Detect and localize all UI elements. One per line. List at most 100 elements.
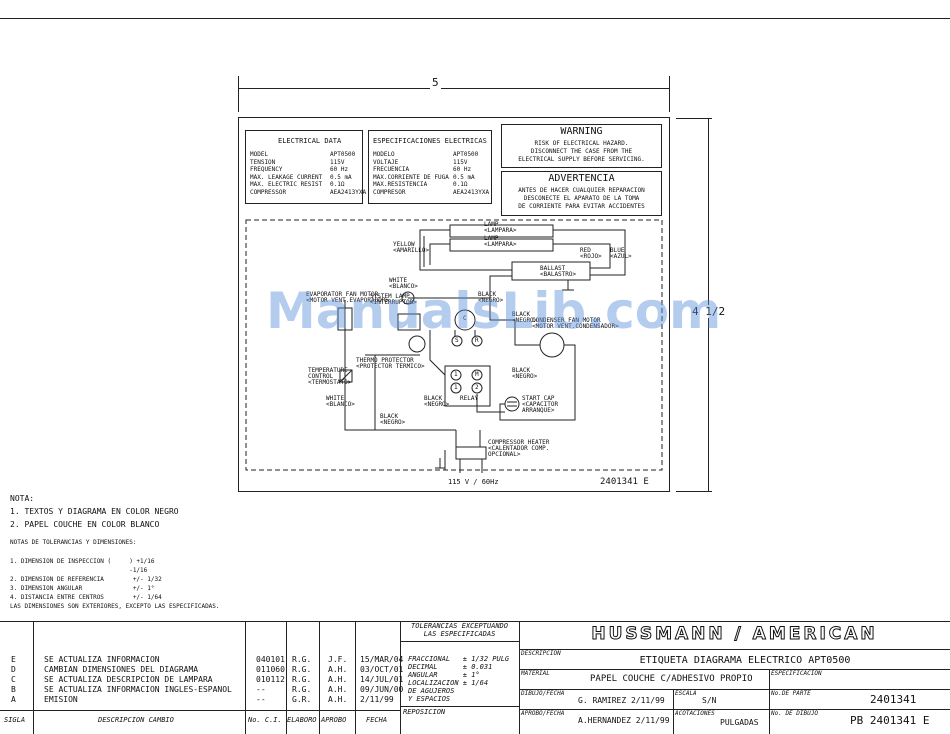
dim-line-height (708, 118, 709, 491)
spec-value: 60 Hz (330, 166, 349, 173)
revision-elab: R.G. (292, 675, 312, 684)
spec-key: MAX. ELECTRIC RESIST (250, 181, 323, 188)
label-outline (238, 117, 670, 492)
spec-key: MAX.RESISTENCIA (373, 181, 428, 188)
thermo-protector-label: THERMO PROTECTOR <PROTECTOR TERMICO> (356, 357, 425, 370)
red-label: RED <ROJO> (580, 247, 602, 260)
header-sigla: SIGLA (4, 716, 26, 724)
revision-fecha: 03/OCT/01 (360, 665, 404, 674)
wire-lamp2-left (429, 243, 450, 265)
spec-value: 115V (330, 158, 345, 166)
relay-pin-1b: 1 (454, 384, 458, 391)
revision-desc: EMISION (44, 695, 78, 704)
ballast-label: BALLAST <BALASTRO> (540, 265, 577, 278)
revision-apr: A.H. (328, 665, 348, 674)
notes-title: NOTA: (10, 494, 35, 503)
dim-line-width (238, 88, 669, 89)
spec-key: MODELO (373, 151, 395, 158)
advertencia-box: ADVERTENCIA ANTES DE HACER CUALQUIER REP… (501, 171, 662, 216)
material-label: MATERIAL (521, 670, 550, 677)
warning-title: WARNING (560, 126, 603, 137)
spec-value: 0.5 mA (453, 173, 475, 181)
tolerances-title: TOLERANCIAS EXCEPTUANDO LAS ESPECIFICADA… (411, 622, 508, 638)
black-label-1: BLACK <NEGRO> (478, 291, 504, 304)
pin-r (471, 335, 483, 347)
header-elab: ELABORO (287, 716, 317, 724)
escala-value: S/N (702, 696, 717, 705)
reposicion-label: REPOSICION (403, 708, 446, 716)
relay-label: RELAY (460, 395, 479, 402)
white-top-label: WHITE <BLANCO> (389, 277, 418, 290)
spec-value: APT0500 (453, 151, 479, 158)
spec-value: 0.5 mA (330, 173, 352, 181)
spec-key: MAX. LEAKAGE CURRENT (250, 173, 323, 181)
spec-key: MODEL (250, 151, 269, 158)
pin-c-label: C (463, 315, 467, 322)
revision-no: 040101 (256, 655, 285, 664)
spec-value: 115V (453, 158, 468, 166)
thermo-protector-symbol (408, 335, 426, 353)
header-no: No. C.I. (248, 716, 282, 724)
pin-r-label: R (475, 337, 479, 344)
revision-no: 011060 (256, 665, 285, 674)
lamp-1 (449, 224, 554, 238)
header-apr: APROBO (321, 716, 347, 724)
blue-white-label: WHITE <BLANCO> (326, 395, 355, 408)
note-2: 2. PAPEL COUCHE EN COLOR BLANCO (10, 520, 160, 529)
comp-heater-symbol (455, 446, 487, 460)
advertencia-title: ADVERTENCIA (548, 173, 615, 184)
system-lamp-label: SYSTEM LAMP <INTERRUPTOR> (370, 293, 417, 306)
spec-row: TENSION 115V (250, 159, 360, 167)
wire-yellow (419, 229, 512, 271)
part-number: 2401341 (870, 693, 917, 706)
temp-control-label: TEMPERATURE CONTROL <TERMOSTATO> (308, 367, 352, 386)
revision-apr: J.F. (328, 655, 348, 664)
revision-fecha: 14/JUL/01 (360, 675, 404, 684)
dibujo-value: G. RAMIREZ 2/11/99 (578, 696, 665, 705)
revision-fecha: 2/11/99 (360, 695, 394, 704)
aprobo-label: APROBO/FECHA (521, 710, 565, 717)
revision-elab: G.R. (292, 695, 312, 704)
dim-ext-right (669, 76, 670, 112)
spec-row: MODELO APT0500 (373, 151, 483, 159)
spec-key: TENSION (250, 158, 276, 166)
black-label-3: BLACK <NEGRO> (512, 367, 538, 380)
compressor-top (454, 309, 476, 331)
relay-pin-1: 1 (454, 371, 458, 378)
label-part-ref: 2401341 E (600, 477, 649, 487)
spec-row: MAX.RESISTENCIA 0.1Ω (373, 181, 483, 189)
black-label-2: BLACK <NEGRO> (512, 311, 538, 324)
relay-box (444, 365, 491, 407)
revision-desc: SE ACTUALIZA INFORMACION INGLES-ESPANOL (44, 685, 232, 694)
tolerance-notes-title: NOTAS DE TOLERANCIAS Y DIMENSIONES: (10, 539, 137, 546)
wire-blue (553, 229, 626, 276)
yellow-label: YELLOW <AMARILLO> (393, 241, 430, 254)
pin-s-label: S (455, 337, 459, 344)
parte-label: No.DE PARTE (771, 690, 811, 697)
revision-apr: A.H. (328, 685, 348, 694)
revision-sigla: D (11, 665, 16, 674)
start-cap-symbol (504, 396, 520, 412)
revision-sigla: B (11, 685, 16, 694)
cond-fan-label: CONDENSER FAN MOTOR <MOTOR VENT.CONDENSA… (532, 317, 619, 330)
black-label-5: BLACK <NEGRO> (380, 413, 406, 426)
revision-elab: R.G. (292, 655, 312, 664)
revision-no: -- (256, 685, 266, 694)
acotaciones-value: PULGADAS (720, 718, 759, 727)
dibujo-label: DIBUJO/FECHA (521, 690, 565, 697)
spec-key: COMPRESSOR (250, 188, 287, 196)
electrical-data-title: ELECTRICAL DATA (278, 137, 342, 145)
dim-ext-left (238, 76, 239, 112)
spec-key: VOLTAJE (373, 158, 399, 166)
relay-pin-m: M (475, 371, 479, 378)
spec-value: 0.1Ω (453, 181, 468, 188)
desc-label: DESCRIPCION (521, 650, 561, 657)
note-1: 1. TEXTOS Y DIAGRAMA EN COLOR NEGRO (10, 507, 179, 516)
dibujo-no-label: No. DE DIBUJO (771, 710, 818, 717)
temp-control-symbol (339, 369, 353, 383)
